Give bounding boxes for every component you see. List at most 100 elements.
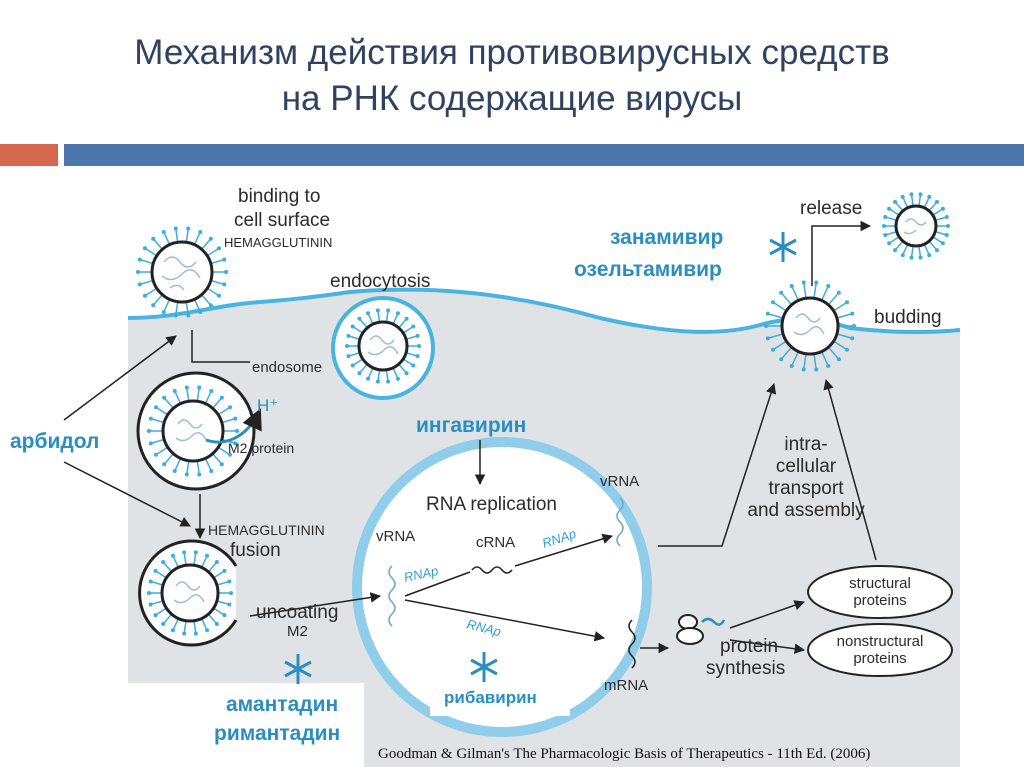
virus-spike-tip (789, 364, 794, 369)
virus-spike-tip (151, 303, 156, 308)
virus-spike (833, 340, 848, 351)
virus-spike-tip (927, 194, 932, 199)
virus-spike-tip (940, 241, 945, 246)
virus-spike-tip (366, 376, 371, 381)
virus-spike-tip (395, 376, 400, 381)
virus-spike-tip (765, 311, 770, 316)
virus-spike-tip (172, 388, 177, 393)
virus-spike-tip (142, 293, 147, 298)
virus-spike (813, 282, 818, 299)
virus-spike (377, 369, 381, 382)
virus-spike-tip (770, 300, 775, 305)
label-rna-replication: RNA replication (426, 494, 557, 515)
slide-title: Механизм действия противовирусных средст… (0, 30, 1024, 122)
inhibition-star-icon (470, 652, 498, 682)
drug-amantadine: амантадин (226, 693, 338, 716)
virus-spike (152, 294, 163, 306)
virus-spike (207, 561, 218, 573)
virus-spike-tip (814, 367, 819, 372)
virus-spike (217, 446, 231, 456)
virus-spike-tip (764, 324, 768, 328)
virus-spike (772, 340, 787, 351)
virus-spike (210, 258, 225, 265)
label-crna: cRNA (476, 534, 515, 551)
vrna-left-wave (388, 565, 396, 627)
label-hemagglutinin-fusion-2: fusion (230, 540, 281, 561)
virus-spike-tip (900, 253, 905, 258)
virus-spike (802, 282, 807, 299)
virus-spike-tip (214, 560, 219, 565)
arrow-arbidol-1 (63, 335, 177, 421)
virus-spike-tip (357, 371, 362, 376)
virus-spike-tip (208, 303, 213, 308)
inhibition-star-icon (284, 654, 312, 684)
virus-spike (185, 460, 190, 475)
virus-spike-tip (170, 628, 175, 633)
virus-spike-tip (357, 316, 362, 321)
virus-spike (392, 367, 399, 380)
virus-spike-tip (233, 416, 238, 421)
label-nonstructural-2: proteins (853, 650, 906, 667)
virus-spike (385, 369, 389, 382)
virus-spike-tip (814, 280, 819, 285)
virus-spike-tip (845, 300, 850, 305)
virus-spike (183, 552, 187, 566)
virus-spike (155, 607, 167, 616)
virus-spike (200, 618, 208, 631)
title-line-2: на РНК содержащие вирусы (281, 79, 743, 118)
virus-spike-tip (224, 270, 228, 274)
virus-spike (185, 387, 190, 402)
virus-spike-tip (346, 354, 351, 359)
virus-spike-tip (137, 257, 142, 262)
virus-spike-tip (222, 257, 227, 262)
virus-spike (367, 367, 374, 380)
virus-spike-tip (836, 290, 841, 295)
virus-spike (163, 397, 174, 409)
virus-spike-tip (386, 308, 391, 313)
virus-spike (172, 555, 180, 568)
virus-spike (820, 285, 829, 301)
virus-spike-tip (845, 347, 850, 352)
virus-spike (212, 453, 223, 465)
arrow-to-transport (658, 383, 777, 547)
virus-spike-tip (162, 395, 167, 400)
ribavirin-label-box (430, 680, 570, 716)
virus-spike-tip (227, 579, 232, 584)
virus-spike (836, 312, 853, 319)
virus-spike (213, 607, 225, 616)
virus-spike-tip (375, 379, 380, 384)
virus-spike (204, 457, 212, 472)
virus-spike (174, 390, 182, 405)
virus-spike-tip (944, 214, 949, 219)
label-structural-1: structural (849, 575, 911, 592)
virus-spike (216, 580, 230, 586)
virus-spike (934, 230, 947, 236)
virus-spike-tip (887, 206, 892, 211)
virus-spike-tip (228, 452, 233, 457)
virus-spike (791, 285, 800, 301)
virus-spike (150, 600, 164, 606)
virus-spike (207, 613, 218, 625)
virus-spike-tip (153, 568, 158, 573)
drug-zanamivir: занамивир (610, 226, 723, 249)
virus-spike-tip (148, 579, 153, 584)
virus-spike-tip (852, 324, 856, 328)
virus-spike (206, 287, 220, 297)
virus-spike-tip (826, 364, 831, 369)
virus-spike (377, 310, 381, 323)
virus-spike (398, 363, 408, 374)
virus-spike (820, 351, 829, 367)
virus-spike-tip (148, 602, 153, 607)
virus-spike-tip (197, 385, 202, 390)
label-structural-2: proteins (853, 592, 906, 609)
virus-spike-tip (142, 246, 147, 251)
virus-spike-tip (801, 367, 806, 372)
drug-rimantadine: римантадин (214, 722, 340, 745)
virus-spike (193, 298, 201, 313)
virus-spike-tip (229, 591, 233, 595)
virus-spike (216, 600, 230, 606)
virus-spike-tip (147, 429, 151, 433)
title-line-1: Механизм действия противовирусных средст… (134, 33, 890, 72)
label-binding-1: binding to (238, 186, 320, 207)
virus-spike (827, 292, 840, 306)
